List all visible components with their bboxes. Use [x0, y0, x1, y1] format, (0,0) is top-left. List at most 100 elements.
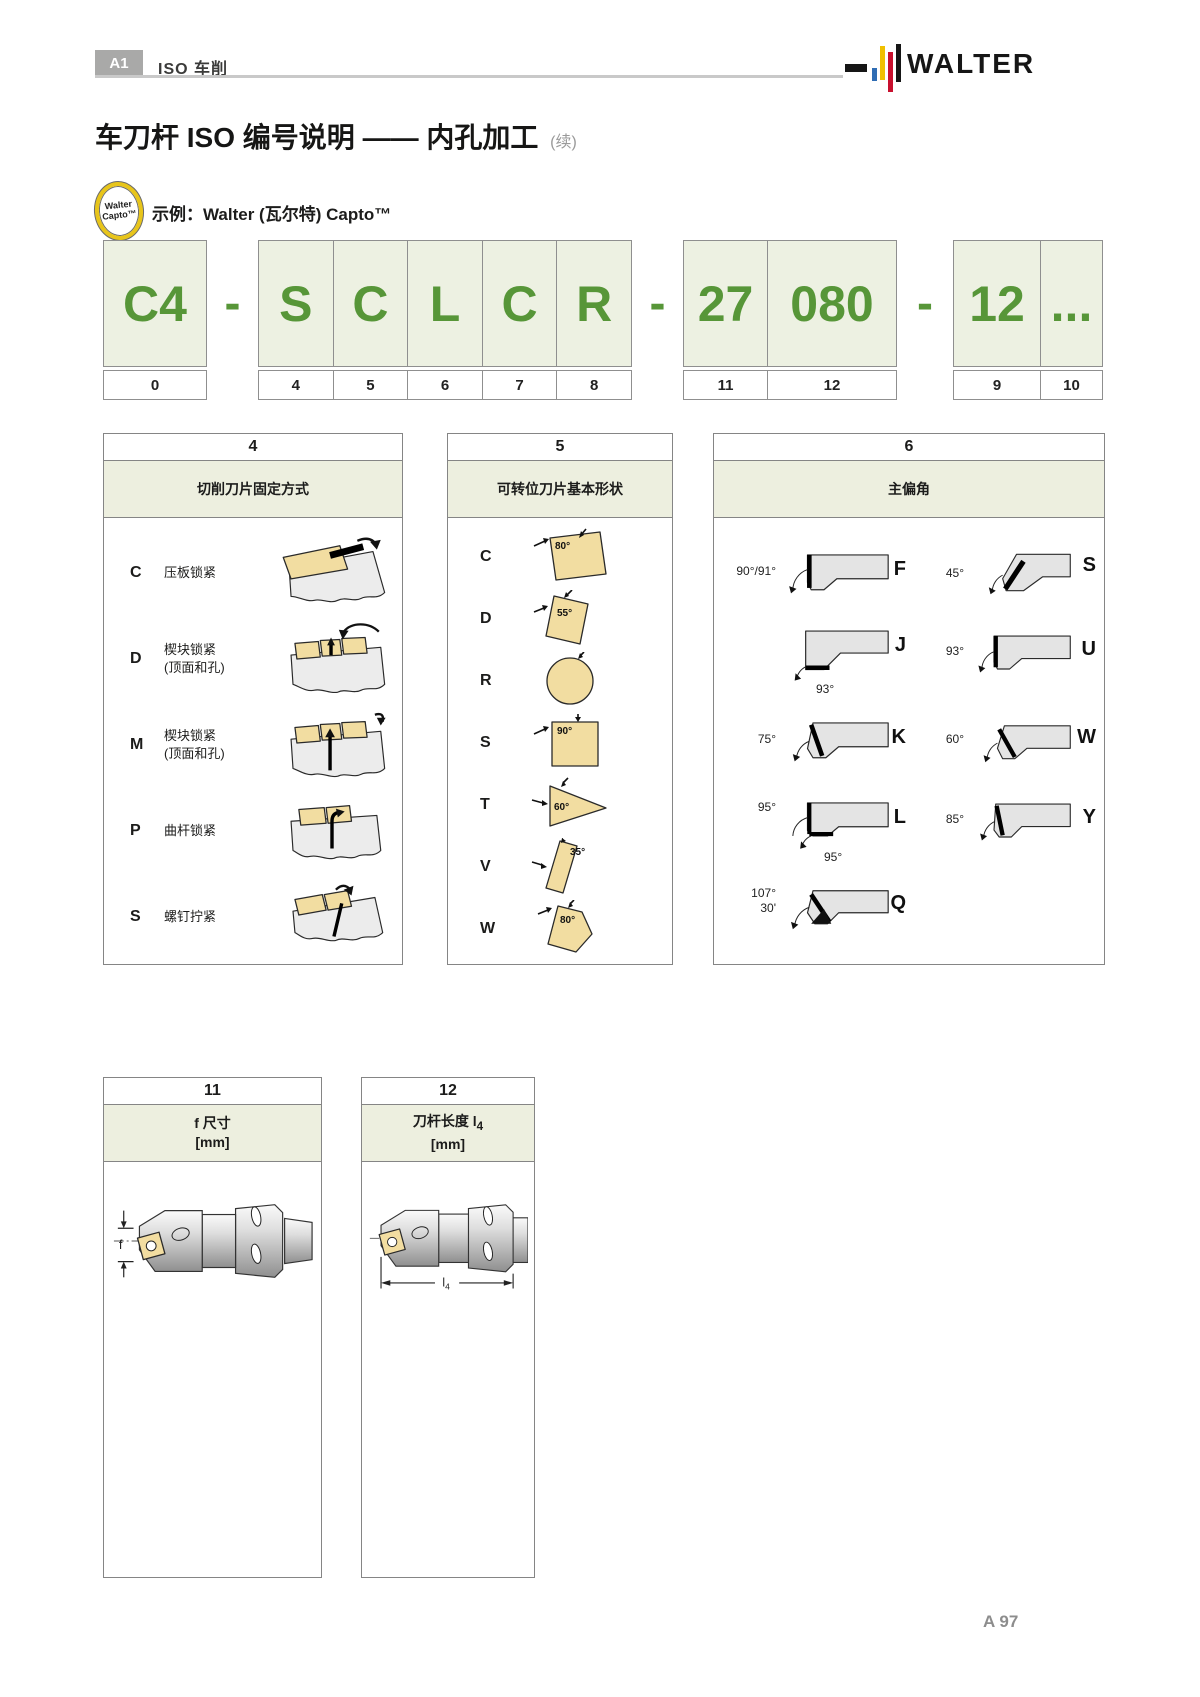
shape-row-v: V 35°: [448, 836, 672, 898]
capto-badge-line2: Capto™: [101, 208, 138, 222]
insert-shape-r-icon: [546, 652, 594, 705]
clamping-row-d: D 楔块锁紧 (顶面和孔): [104, 616, 402, 702]
lead-angle-k: 75° K: [724, 714, 906, 786]
shape-letter: D: [480, 610, 492, 627]
section-title: ISO 车削: [158, 61, 229, 78]
insert-shape-s-icon: 90°: [533, 714, 599, 767]
panel-bar-length: 12 刀杆长度 l4 [mm] l: [361, 1077, 535, 1578]
shape-row-w: W 80°: [448, 898, 672, 960]
svg-text:f: f: [119, 1237, 123, 1252]
panel-insert-shape: 5 可转位刀片基本形状 C 80° D 55° R: [447, 433, 673, 965]
clamping-label: 曲杆锁紧: [164, 823, 217, 839]
header-rule: [95, 75, 843, 78]
panel-number: 11: [104, 1078, 321, 1105]
insert-shape-w-icon: 80°: [537, 900, 593, 953]
code-index-cell: 6: [407, 370, 482, 400]
tool-angle-q-icon: [791, 890, 889, 930]
brand-wordmark: WALTER: [907, 48, 1036, 79]
code-group-insert: 12 ... 9 10: [953, 240, 1103, 400]
code-index-cell: 7: [481, 370, 557, 400]
boring-bar-f-illustration: f: [113, 1204, 313, 1278]
lead-angle-s: 45° S: [924, 546, 1096, 618]
code-cell: ...: [1040, 240, 1103, 367]
clamping-row-p: P 曲杆锁紧: [104, 788, 402, 874]
clamping-row-c: C 压板锁紧: [104, 530, 402, 616]
svg-text:35°: 35°: [570, 847, 585, 858]
logo-dash-icon: [845, 64, 867, 72]
lead-angle-u: 93° U: [924, 626, 1096, 698]
tool-angle-f-icon: [789, 554, 889, 594]
panel-title: 刀杆长度 l4 [mm]: [362, 1105, 534, 1162]
iso-code-row: C4 0 - S C L C R 4 5 6 7 8 - 27 080 11 1: [0, 240, 1200, 405]
tool-angle-u-icon: [978, 635, 1071, 673]
lead-angle-l: 95° 95° L: [724, 794, 906, 866]
clamping-row-s: S 螺钉拧紧: [104, 874, 402, 960]
svg-text:55°: 55°: [557, 608, 572, 619]
page-title: 车刀杆 ISO 编号说明 —— 内孔加工 (续): [95, 116, 577, 156]
code-index-cell: 12: [767, 370, 897, 400]
panel-number: 4: [104, 434, 402, 461]
code-cell: 080: [767, 240, 897, 367]
logo-black-bar-icon: [896, 44, 901, 82]
code-index-cell: 9: [953, 370, 1040, 400]
insert-shape-v-icon: 35°: [531, 838, 585, 894]
clamping-letter: P: [130, 822, 141, 839]
code-index-cell: 10: [1040, 370, 1103, 400]
shape-row-r: R: [448, 650, 672, 712]
clamping-illustration-c: [282, 537, 386, 603]
logo-blue-bar-icon: [872, 68, 877, 81]
logo-red-bar-icon: [888, 52, 893, 92]
panel-lead-angle: 6 主偏角 90°/91° F 45° S: [713, 433, 1105, 965]
boring-bar-length-illustration: l4: [369, 1204, 529, 1292]
tool-angle-k-icon: [792, 722, 889, 762]
svg-text:l4: l4: [442, 1276, 450, 1292]
shape-letter: W: [480, 920, 496, 937]
insert-shape-d-icon: 55°: [533, 590, 589, 645]
shape-row-c: C 80°: [448, 526, 672, 588]
lead-angle-q: 107° 30' Q: [724, 880, 906, 952]
lead-angle-w: 60° W: [924, 714, 1096, 786]
shape-letter: C: [480, 548, 492, 565]
code-index-cell: 11: [683, 370, 767, 400]
page-title-text: 车刀杆 ISO 编号说明 —— 内孔加工: [95, 122, 539, 153]
clamping-row-m: M 楔块锁紧 (顶面和孔): [104, 702, 402, 788]
shape-letter: V: [480, 858, 491, 875]
panel-number: 5: [448, 434, 672, 461]
svg-text:60°: 60°: [554, 802, 569, 813]
lead-angle-f: 90°/91° F: [724, 546, 906, 618]
clamping-illustration-m: [290, 712, 386, 778]
code-cell: R: [556, 240, 632, 367]
clamping-label: 螺钉拧紧: [164, 909, 217, 925]
svg-text:80°: 80°: [555, 541, 570, 552]
clamping-letter: M: [130, 736, 144, 753]
code-separator: -: [224, 277, 241, 330]
code-separator: -: [649, 277, 666, 330]
clamping-label: 楔块锁紧 (顶面和孔): [164, 728, 225, 761]
code-cell: C: [481, 240, 557, 367]
svg-text:80°: 80°: [560, 915, 575, 926]
code-cell: C: [332, 240, 408, 367]
code-index-cell: 0: [103, 370, 207, 400]
code-cell: 27: [683, 240, 767, 367]
panel-title: 可转位刀片基本形状: [448, 461, 672, 518]
code-index-cell: 4: [258, 370, 333, 400]
panel-number: 6: [714, 434, 1104, 461]
shape-row-d: D 55°: [448, 588, 672, 650]
tool-angle-y-icon: [980, 803, 1071, 841]
code-cell: 12: [953, 240, 1040, 367]
code-group-style: S C L C R 4 5 6 7 8: [258, 240, 632, 400]
panel-number: 12: [362, 1078, 534, 1105]
clamping-label: 楔块锁紧 (顶面和孔): [164, 642, 225, 675]
code-cell: S: [258, 240, 333, 367]
panel-title: 切削刀片固定方式: [104, 461, 402, 518]
tool-angle-w-icon: [983, 725, 1071, 763]
clamping-letter: D: [130, 650, 142, 667]
code-cell: C4: [103, 240, 207, 367]
code-index-cell: 5: [332, 370, 408, 400]
shape-row-t: T 60°: [448, 774, 672, 836]
shape-row-s: S 90°: [448, 712, 672, 774]
clamping-illustration-s: [292, 884, 384, 942]
tool-angle-s-icon: [988, 553, 1071, 595]
logo-yellow-bar-icon: [880, 46, 885, 80]
example-label: 示例：Walter (瓦尔特) Capto™: [152, 205, 392, 224]
